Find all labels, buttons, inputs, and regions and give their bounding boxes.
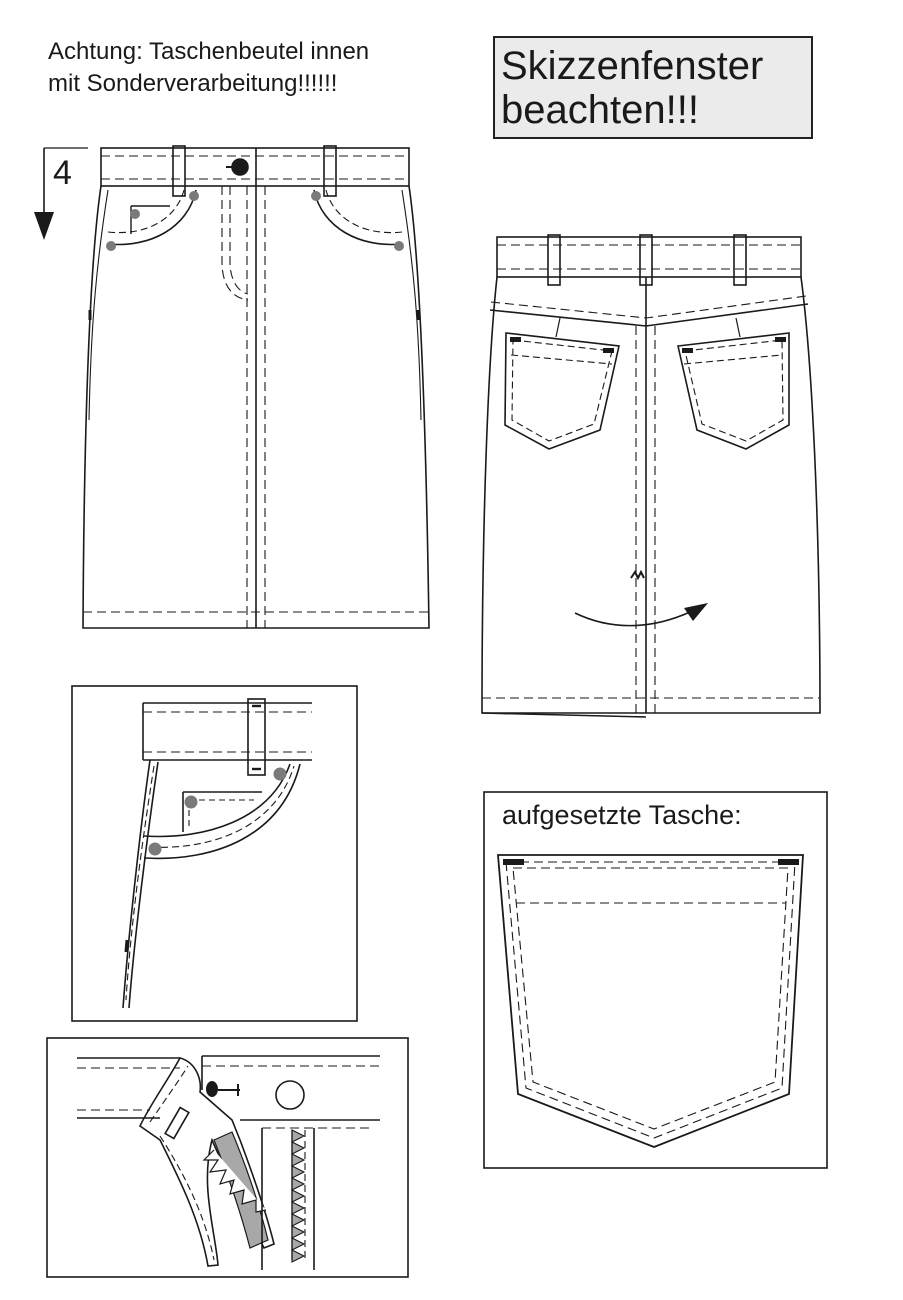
folded-waistband-flap: [138, 1057, 275, 1267]
patch-pocket-caption: aufgesetzte Tasche:: [502, 800, 742, 830]
rivet-icon: [130, 209, 140, 219]
bartack-icon: [778, 859, 799, 865]
belt-loop-right: [323, 145, 337, 197]
rivet-icon: [106, 241, 116, 251]
rivet-icon: [184, 795, 198, 809]
rivet-icon: [189, 191, 199, 201]
length-arrow-icon: [34, 147, 88, 240]
front-pocket-left: [107, 189, 197, 246]
zipper-buttonhole-icon: [275, 1080, 305, 1110]
note-line-2: mit Sonderverarbeitung!!!!!!: [48, 70, 338, 97]
zipper-teeth-right: [290, 1129, 306, 1263]
flap-buttonhole-icon: [164, 1106, 190, 1140]
zipper-detail-frame: [46, 1037, 409, 1278]
callout-line-2: beachten!!!: [501, 88, 699, 132]
patch-pocket-frame: [483, 791, 828, 1169]
zipper-detail-window: [46, 1037, 409, 1278]
rivet-icon: [311, 191, 321, 201]
callout-line-1: Skizzenfenster: [501, 44, 764, 88]
rivet-icon: [273, 767, 287, 781]
fly-topstitch: [221, 186, 249, 301]
note-line-1: Achtung: Taschenbeutel innen: [48, 38, 370, 65]
special-processing-note: Achtung: Taschenbeutel innen mit Sonderv…: [48, 36, 369, 100]
belt-loop-back-left: [547, 234, 561, 286]
back-pocket-right: [677, 332, 790, 450]
back-skirt-outline: [481, 276, 821, 714]
belt-loop-back-right: [733, 234, 747, 286]
pocket-detail-frame: [71, 685, 358, 1022]
back-pocket-left: [504, 332, 620, 450]
skirt-front-view: [82, 145, 430, 629]
skirt-back-view: [481, 234, 821, 718]
belt-loop-left: [172, 145, 186, 197]
zipper-pull-icon: [206, 1081, 218, 1097]
detail-belt-loop: [247, 698, 266, 776]
length-marker-label: 4: [53, 154, 72, 192]
sketch-window-callout: Skizzenfenster beachten!!!: [493, 36, 813, 139]
pocket-detail-window: [71, 685, 358, 1022]
front-pocket-right: [313, 189, 403, 246]
rivet-icon: [148, 842, 162, 856]
back-waistband: [496, 236, 802, 278]
front-waistband: [100, 147, 410, 187]
patch-pocket-window: [483, 791, 828, 1169]
overlap-direction-arrow-icon: [574, 611, 691, 627]
rivet-icon: [394, 241, 404, 251]
patch-pocket-outline: [497, 854, 804, 1148]
front-button: [231, 158, 249, 176]
bartack-icon: [503, 859, 524, 865]
zipper-teeth-left: [202, 1149, 267, 1213]
